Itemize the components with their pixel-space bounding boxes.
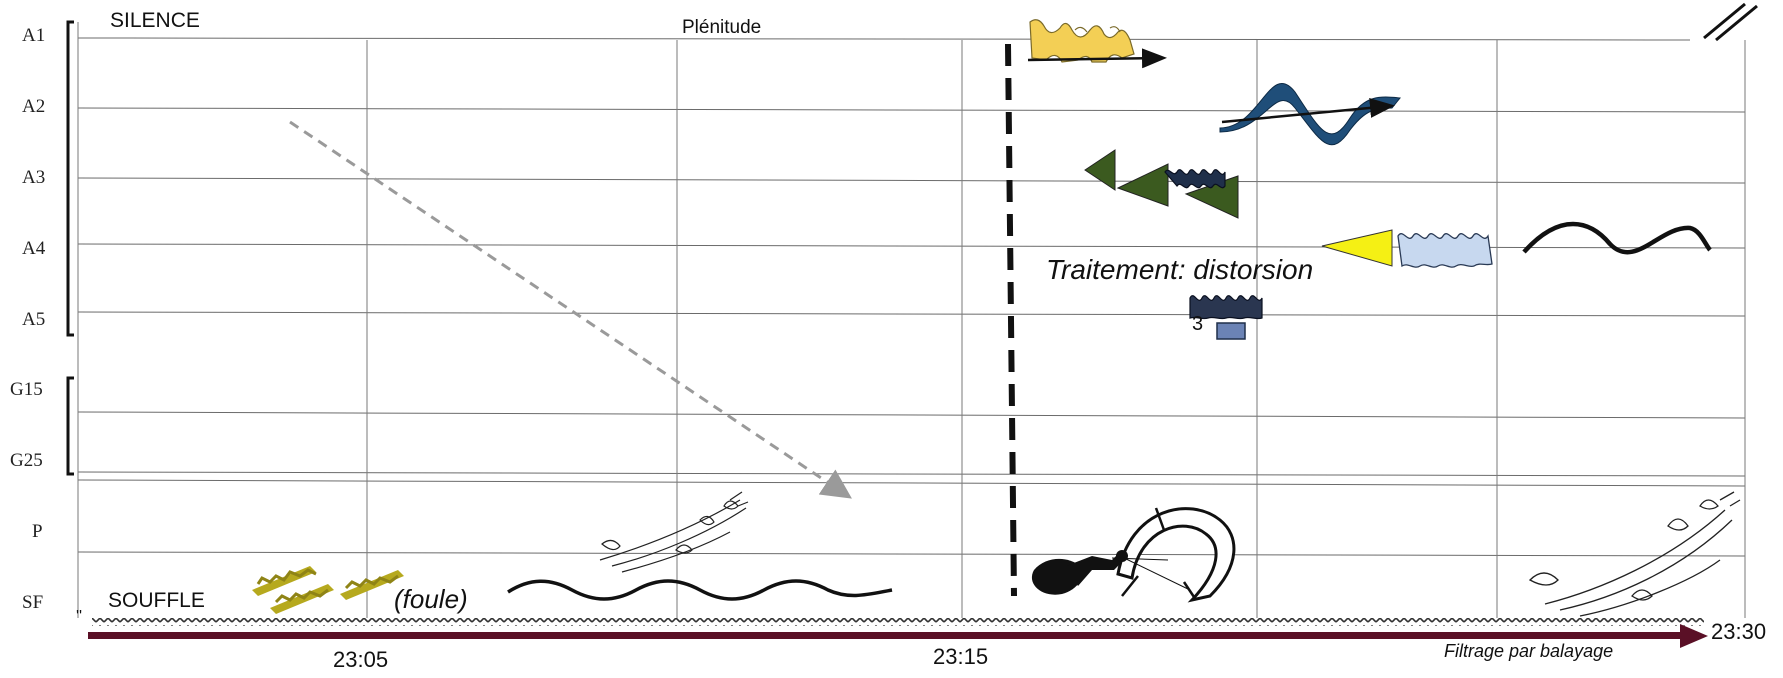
silence-label: SILENCE xyxy=(110,9,200,32)
lane-label-a3: A3 xyxy=(22,167,45,188)
number-mark: 3 xyxy=(1192,313,1203,335)
lane-label-a5: A5 xyxy=(22,309,45,330)
treatment-label: Traitement: distorsion xyxy=(1046,254,1313,285)
tick-marks: '' xyxy=(76,608,82,625)
wavy-line-sf xyxy=(507,579,893,601)
yellow-triangle-a4 xyxy=(1321,229,1393,267)
wind-leaves-sketch-right xyxy=(1528,491,1741,617)
gold-texture-a1 xyxy=(1029,19,1135,63)
lane-label-a1: A1 xyxy=(22,25,45,46)
lane-label-g25: G25 xyxy=(10,450,43,471)
lane-label-p: P xyxy=(32,521,43,542)
time-label-2305: 23:05 xyxy=(333,647,388,672)
sine-wave-a4 xyxy=(1522,221,1712,255)
light-blue-scribble-a4 xyxy=(1397,233,1493,268)
dashed-diagonal-arrow xyxy=(289,120,852,499)
arrow-a1 xyxy=(1027,48,1167,69)
souffle-label: SOUFFLE xyxy=(108,589,205,612)
bracket-g-group xyxy=(66,376,74,476)
horizontal-gridlines xyxy=(77,37,1746,557)
dark-scribble-a3 xyxy=(1164,169,1226,189)
timeline-arrow xyxy=(88,624,1708,648)
blue-wave-a2 xyxy=(1219,83,1401,146)
wind-leaves-sketch-mid xyxy=(599,491,749,573)
small-blue-rect xyxy=(1216,322,1246,340)
dark-scribble-a5 xyxy=(1189,295,1263,320)
double-slash-mark xyxy=(1703,2,1758,42)
foule-label: (foule) xyxy=(394,584,468,614)
time-label-2330: 23:30 xyxy=(1711,619,1766,644)
bracket-a-group xyxy=(66,20,74,337)
lane-label-g15: G15 xyxy=(10,379,43,400)
section-dashed-line xyxy=(1005,43,1017,597)
lane-label-sf: SF xyxy=(22,592,43,613)
vertical-gridlines xyxy=(77,22,1746,618)
filtering-label: Filtrage par balayage xyxy=(1444,641,1613,661)
olive-texture-sf xyxy=(252,566,404,614)
plenitude-label: Plénitude xyxy=(682,17,761,38)
zigzag-band xyxy=(92,618,1704,626)
kitesurfer-icon xyxy=(1031,507,1236,603)
arrow-a2 xyxy=(1221,97,1395,124)
lane-label-a4: A4 xyxy=(22,238,46,259)
lane-label-a2: A2 xyxy=(22,96,45,117)
lane-labels: A1 A2 A3 A4 A5 G15 G25 P SF xyxy=(10,25,46,613)
time-label-2315: 23:15 xyxy=(933,644,988,669)
